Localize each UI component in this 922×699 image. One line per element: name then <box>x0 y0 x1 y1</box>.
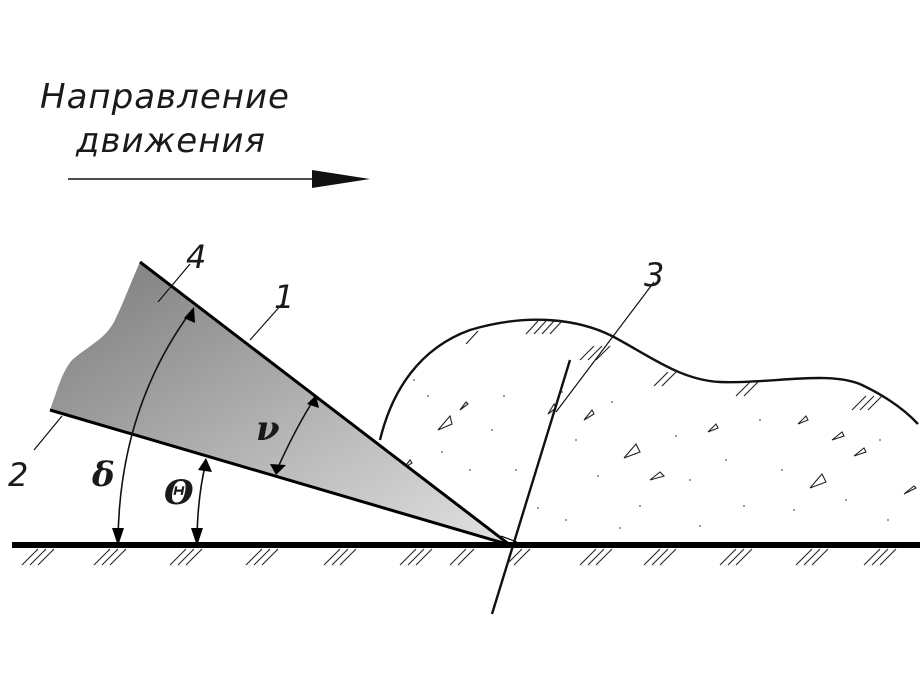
delta-arc <box>117 309 193 546</box>
leader-3 <box>555 281 655 413</box>
leader-1 <box>249 303 283 341</box>
label-4: 4 <box>186 238 206 276</box>
ground-surface <box>12 542 920 566</box>
angle-arrowheads <box>112 307 319 546</box>
shear-line <box>490 359 572 615</box>
soil-hatching <box>465 320 883 411</box>
angle-delta-label: δ <box>91 455 115 495</box>
soil-stones <box>403 401 917 495</box>
label-3: 3 <box>644 256 664 294</box>
wedge-front-face <box>139 260 511 547</box>
direction-arrow <box>68 170 370 188</box>
angle-nu-label: ν <box>256 409 280 449</box>
leader-2 <box>33 415 63 451</box>
soil-heap <box>378 318 919 529</box>
label-1: 1 <box>274 278 294 316</box>
leader-lines <box>33 263 655 451</box>
wedge-back-face <box>49 408 511 547</box>
cutting-wedge <box>49 260 518 547</box>
angle-theta-label: Θ <box>164 473 194 513</box>
soil-grains <box>413 379 889 529</box>
ground-hatching <box>21 548 897 566</box>
leader-4 <box>157 263 191 303</box>
direction-title-line1: Направление <box>40 77 290 117</box>
label-2: 2 <box>8 456 28 494</box>
direction-title-line2: движения <box>75 121 266 161</box>
